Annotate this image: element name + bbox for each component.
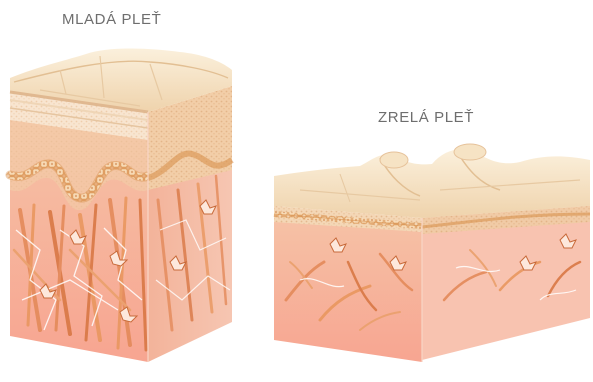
- mature-skin-block: [274, 144, 590, 362]
- young-skin-block: [10, 49, 232, 363]
